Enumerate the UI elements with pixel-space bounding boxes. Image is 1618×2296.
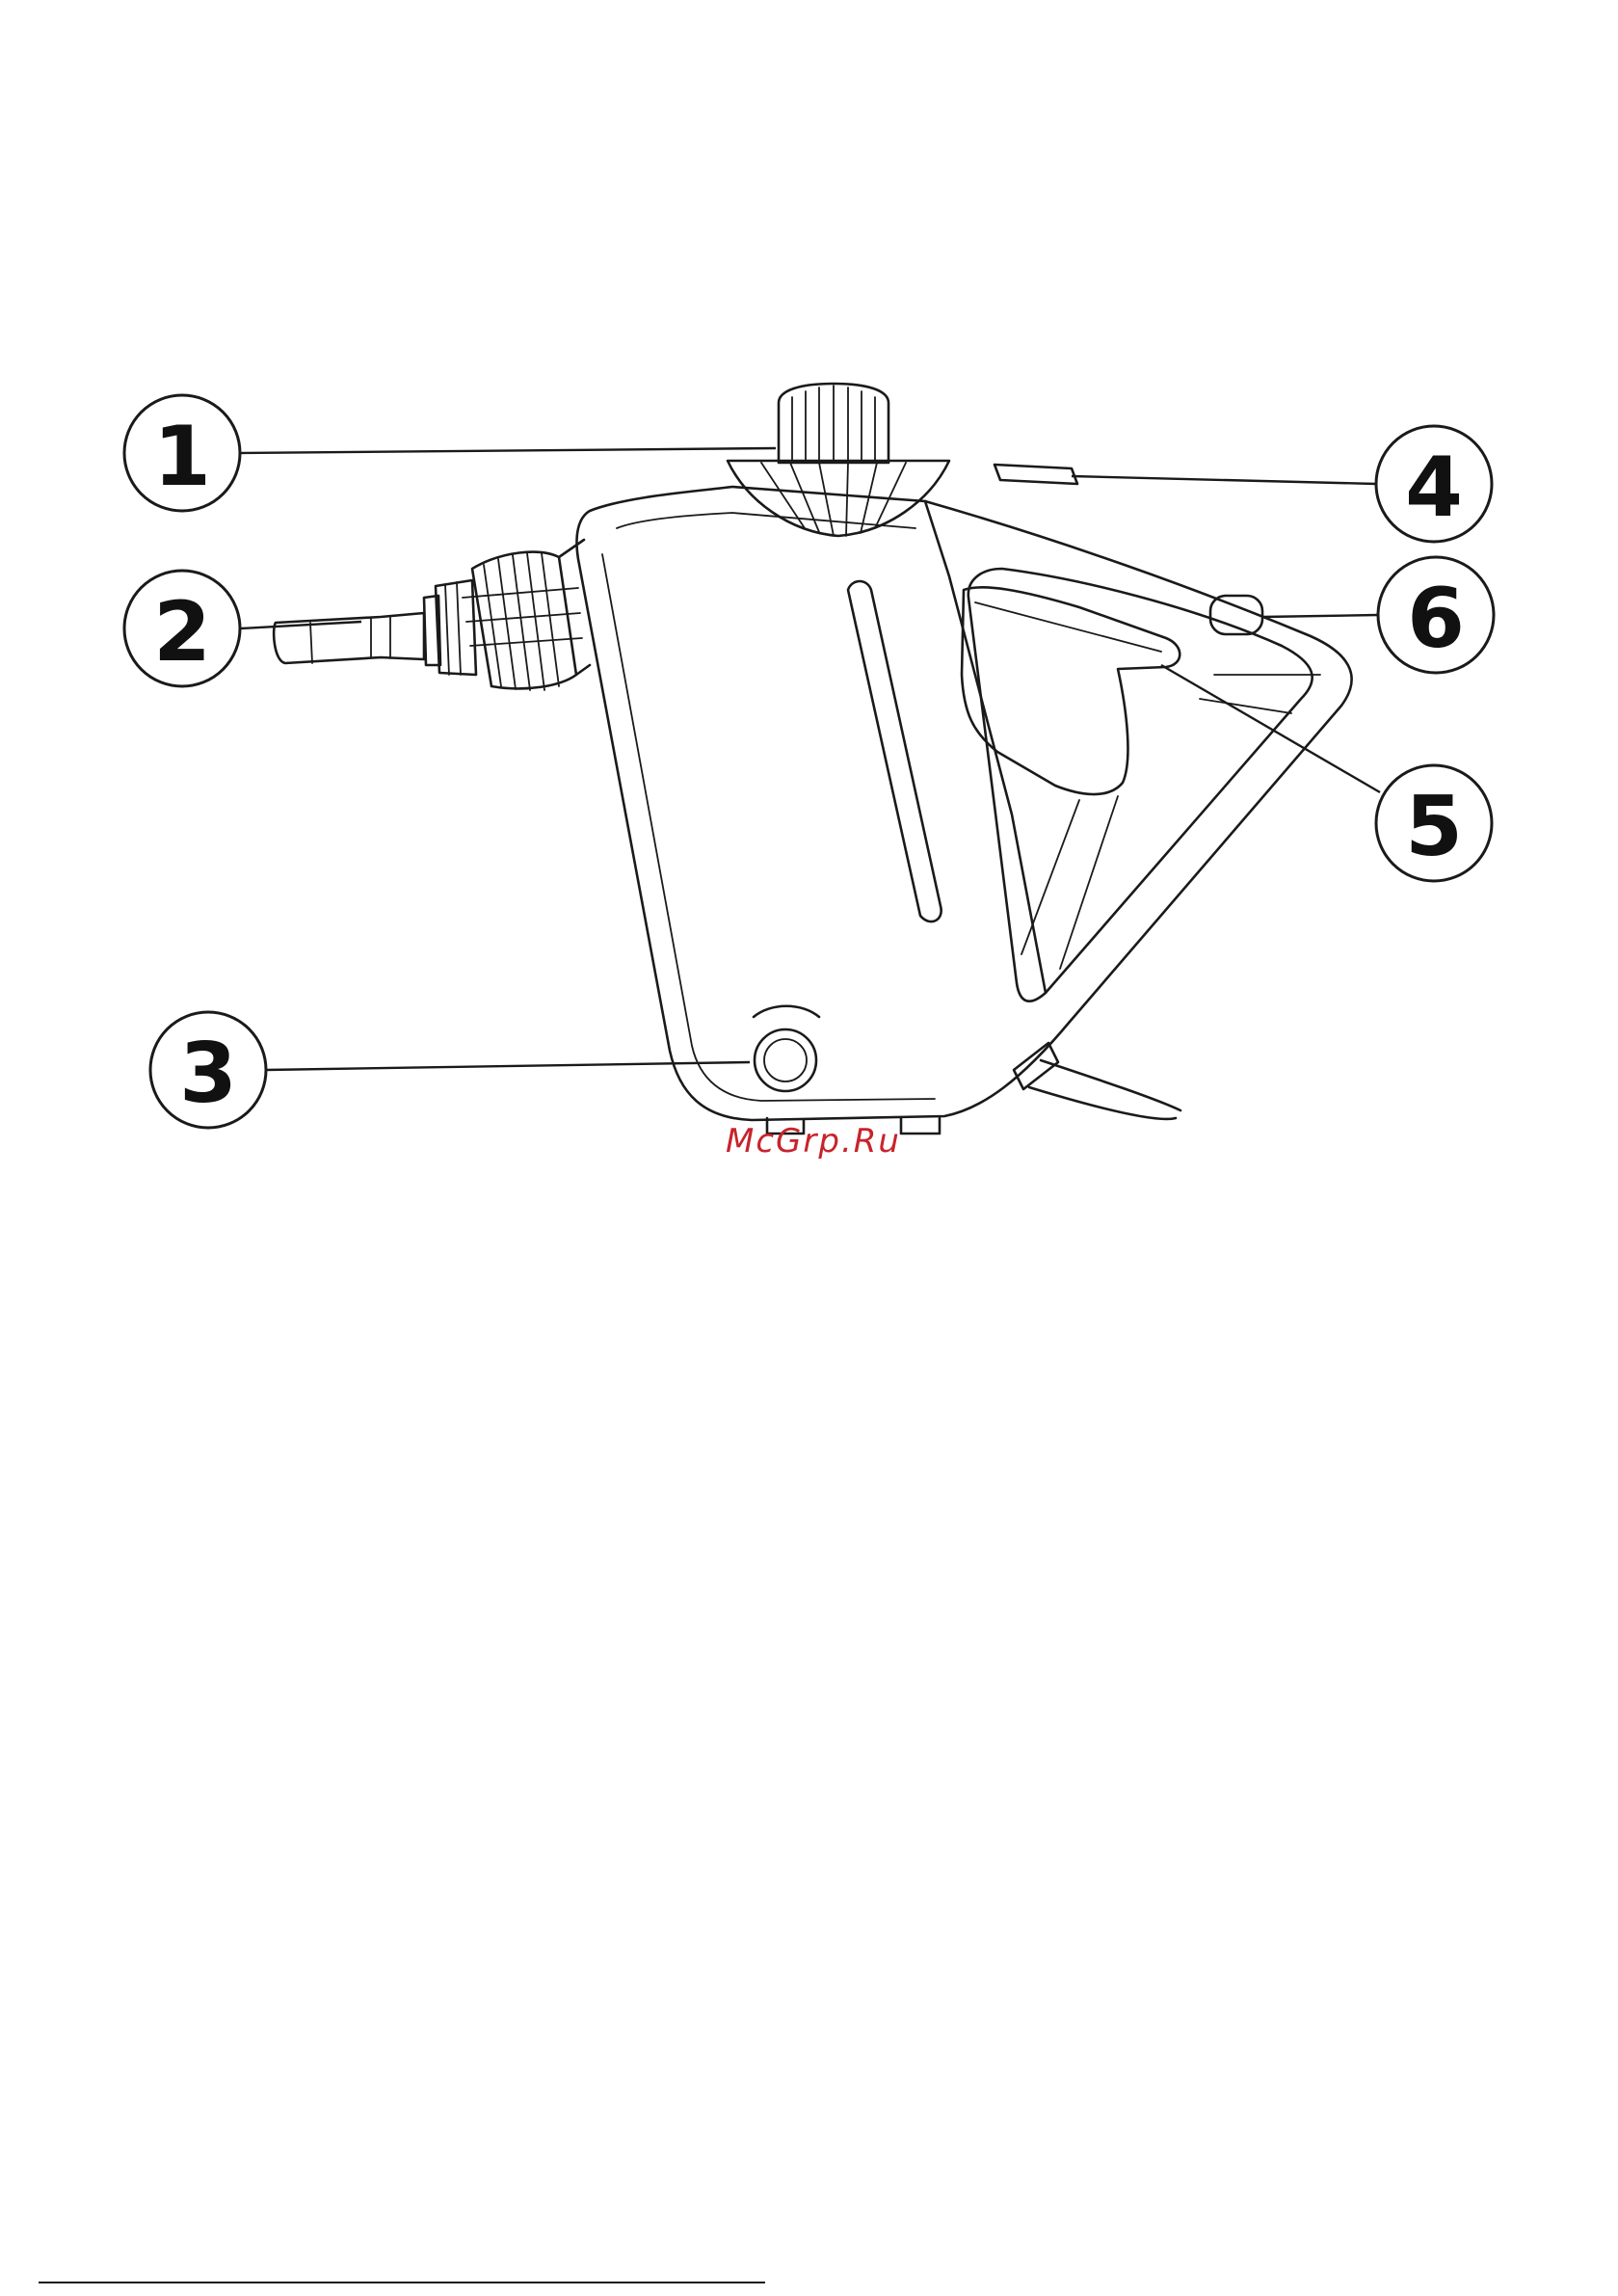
callout-3: 3 — [150, 1012, 266, 1128]
callout-5-number: 5 — [1405, 779, 1463, 875]
handle-outer — [925, 501, 1046, 993]
top-knob-ribs — [792, 386, 875, 463]
leader-6 — [1262, 615, 1378, 617]
cord-strain-relief — [1014, 1043, 1058, 1089]
nozzle-threads — [424, 580, 476, 675]
callout-4-number: 4 — [1405, 440, 1463, 536]
device-body — [577, 487, 1352, 1120]
callout-5: 5 — [1376, 765, 1492, 881]
callout-2-number: 2 — [153, 584, 211, 681]
watermark: McGrp.Ru — [726, 1122, 901, 1161]
handle-ribs — [1021, 675, 1320, 969]
device-body-inner — [602, 513, 935, 1101]
callout-1: 1 — [124, 395, 240, 511]
leader-1 — [241, 448, 776, 453]
leader-5 — [1161, 665, 1380, 792]
cap-dome — [728, 461, 949, 536]
trigger — [962, 587, 1180, 794]
callout-3-number: 3 — [179, 1026, 237, 1122]
leader-4 — [1072, 476, 1376, 484]
leader-3 — [266, 1062, 750, 1070]
nozzle-tip — [274, 613, 424, 663]
callout-2: 2 — [124, 571, 240, 686]
callout-1-number: 1 — [153, 409, 211, 505]
callout-4: 4 — [1376, 426, 1492, 542]
leader-lines — [241, 448, 1380, 1070]
foot-right — [901, 1118, 940, 1134]
leader-2 — [241, 622, 361, 628]
callout-6-number: 6 — [1407, 571, 1465, 667]
power-indicator-arc — [754, 1006, 819, 1017]
nozzle-thread-lines — [445, 582, 461, 675]
slider-switch — [995, 465, 1077, 484]
power-cord — [1029, 1060, 1180, 1119]
steam-cleaner-illustration — [274, 384, 1351, 1134]
water-level-window — [848, 581, 942, 921]
callout-6: 6 — [1378, 557, 1494, 673]
handle-cavity — [968, 569, 1313, 1001]
power-button-inner — [764, 1039, 807, 1081]
